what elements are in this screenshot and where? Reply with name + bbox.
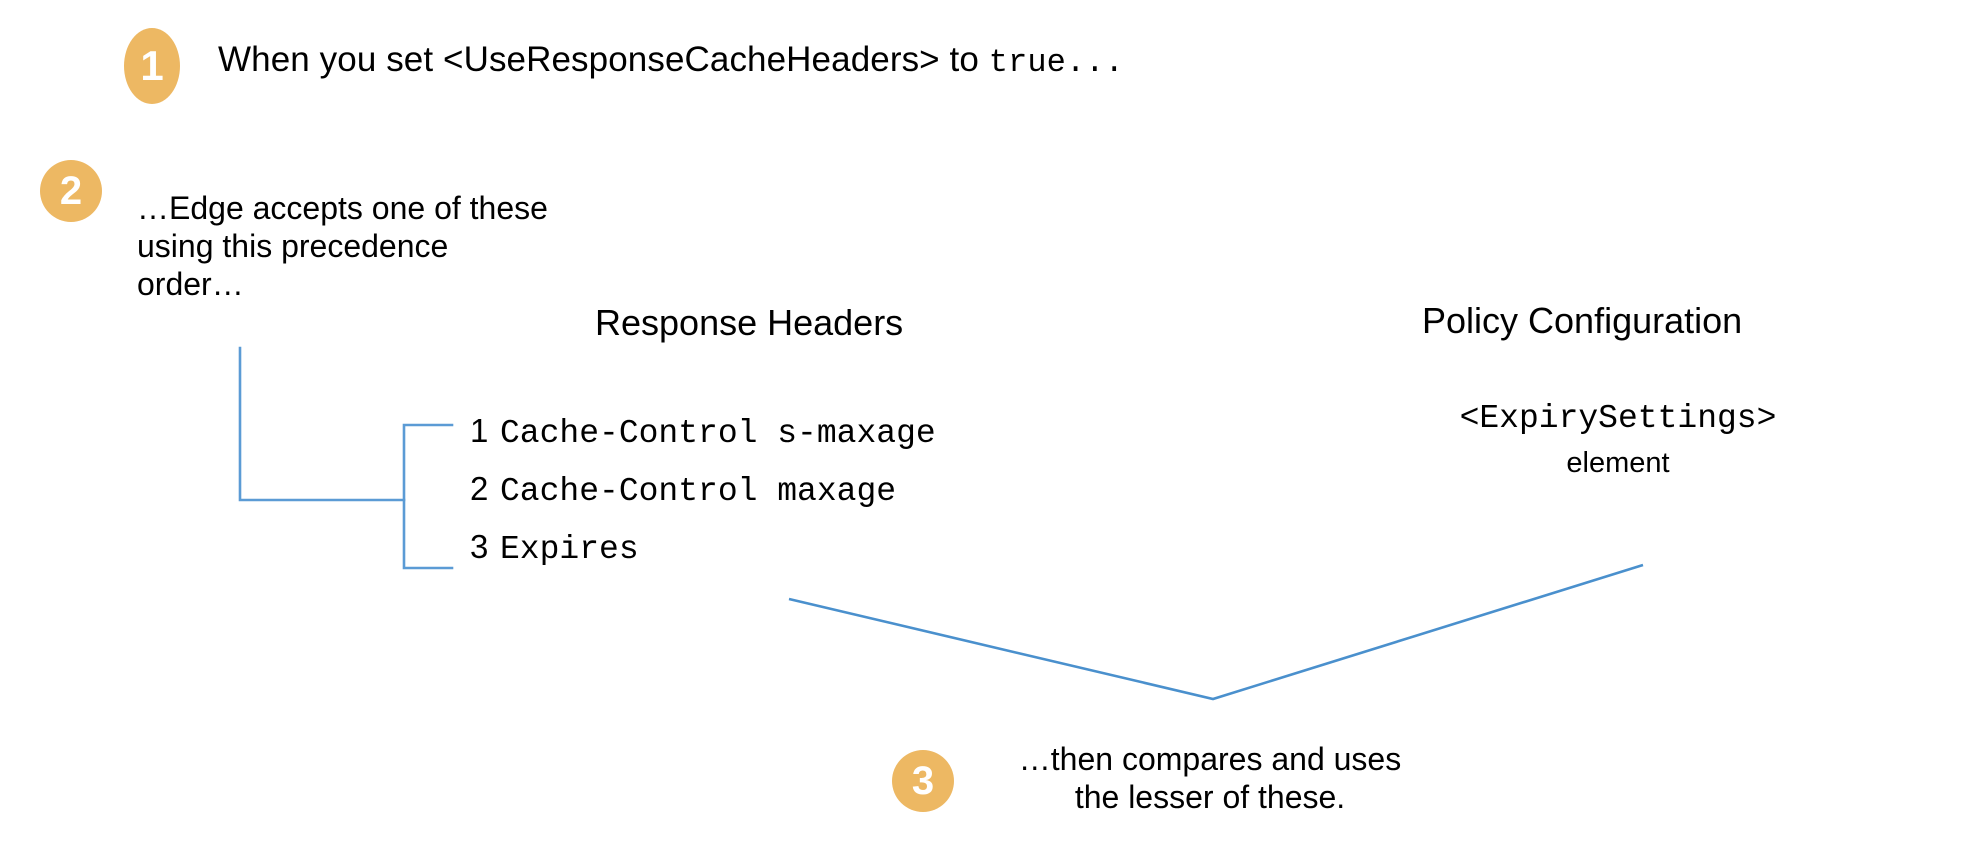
policy-configuration-heading: Policy Configuration: [1422, 300, 1743, 341]
list-item-value: Expires: [500, 531, 639, 568]
step-3-line-2: the lesser of these.: [1074, 779, 1346, 816]
precedence-bracket: [402, 423, 454, 570]
step-2-line-3: order…: [137, 265, 244, 302]
list-item-value: Cache-Control maxage: [500, 473, 897, 510]
list-item-value: Cache-Control s-maxage: [500, 415, 936, 452]
policy-element-name: <ExpirySettings>: [1459, 400, 1777, 437]
step-3-text: …then compares and uses the lesser of th…: [975, 740, 1445, 817]
step-1-element-name: <UseResponseCacheHeaders>: [443, 40, 940, 79]
step-1-text: When you set <UseResponseCacheHeaders> t…: [218, 40, 1124, 81]
list-item-number: 2: [470, 470, 489, 507]
list-item: 2 Cache-Control maxage: [470, 470, 936, 528]
response-headers-list: 1 Cache-Control s-maxage 2 Cache-Control…: [470, 412, 936, 586]
step2-connector-line: [238, 346, 406, 502]
list-item-number: 1: [470, 412, 489, 449]
step-3-line-1: …then compares and uses: [1018, 741, 1402, 777]
step-1-badge: 1: [124, 28, 180, 104]
policy-element-word: element: [1566, 447, 1670, 479]
list-item-number: 3: [470, 528, 489, 565]
list-item: 1 Cache-Control s-maxage: [470, 412, 936, 470]
response-headers-heading: Response Headers: [595, 302, 904, 343]
policy-configuration-block: <ExpirySettings> element: [1418, 400, 1818, 480]
step-1-value: true...: [988, 44, 1124, 81]
step-2-badge: 2: [40, 160, 102, 222]
step-1-text-before: When you set: [218, 40, 444, 79]
step-2-line-1: …Edge accepts one of these: [137, 190, 548, 226]
step-1-text-middle: to: [939, 40, 989, 79]
step-2-text: …Edge accepts one of these using this pr…: [137, 190, 617, 303]
list-item: 3 Expires: [470, 528, 936, 586]
step-3-badge: 3: [892, 750, 954, 812]
step-2-line-2: using this precedence: [137, 227, 449, 264]
